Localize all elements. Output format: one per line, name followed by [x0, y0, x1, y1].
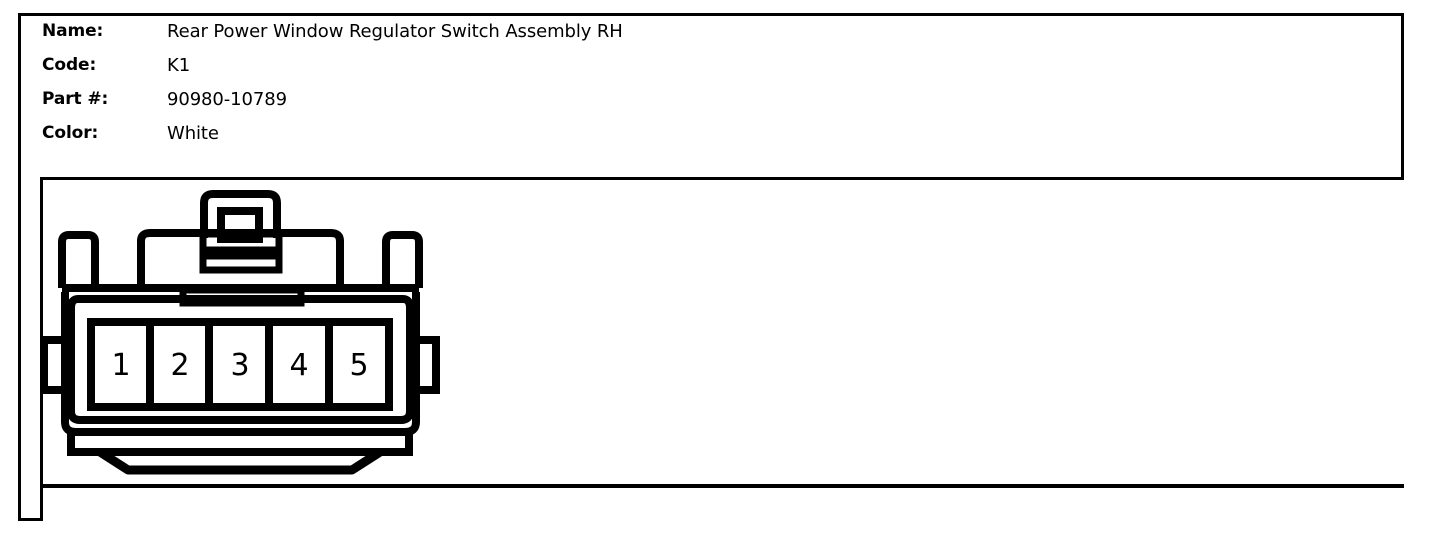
pin-label-5: 5	[349, 348, 369, 383]
cavity-block	[87, 318, 393, 411]
right-outer-lug	[408, 336, 440, 394]
latch-rib-upper	[199, 230, 283, 254]
bottom-skirt-plate	[67, 432, 413, 456]
info-label-color: Color:	[42, 123, 99, 143]
image-panel-bottom-divider	[40, 484, 1404, 488]
left-outer-lug	[40, 336, 72, 394]
housing-outer-shell	[61, 292, 420, 436]
housing-inner-shell	[67, 295, 414, 424]
pin-label-1: 1	[111, 348, 131, 383]
info-value-color: White	[167, 123, 219, 144]
latch-outer-arch	[200, 190, 281, 238]
info-label-name: Name:	[42, 21, 104, 41]
latch-inner-window	[217, 207, 263, 243]
left-side-rail	[58, 231, 99, 288]
bottom-trapezoid-skirt	[97, 448, 383, 475]
connector-drawing-svg	[40, 190, 440, 475]
connector-info-block: Name: Rear Power Window Regulator Switch…	[42, 21, 1042, 161]
pin-label-3: 3	[230, 348, 250, 383]
info-value-name: Rear Power Window Regulator Switch Assem…	[167, 21, 623, 42]
info-label-code: Code:	[42, 55, 97, 75]
right-side-rail	[382, 231, 423, 288]
info-label-part-number: Part #:	[42, 89, 109, 109]
pin-label-4: 4	[289, 348, 309, 383]
connector-diagram: 1 2 3 4 5	[40, 180, 440, 480]
info-value-code: K1	[167, 55, 191, 76]
latch-rib-lower	[199, 252, 283, 274]
pin-label-2: 2	[170, 348, 190, 383]
center-seat-ledge	[179, 286, 305, 307]
info-value-part-number: 90980-10789	[167, 89, 287, 110]
